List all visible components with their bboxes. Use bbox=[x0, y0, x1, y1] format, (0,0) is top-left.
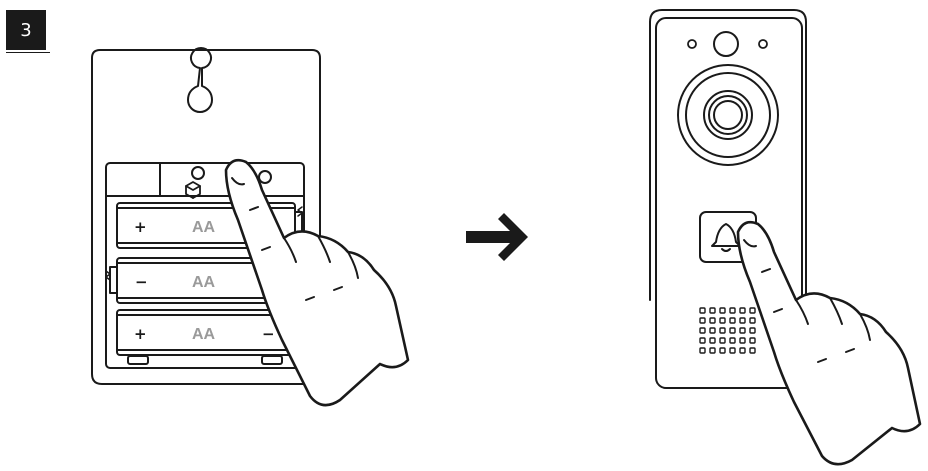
speaker-hole bbox=[729, 317, 736, 324]
speaker-hole bbox=[709, 307, 716, 314]
speaker-hole bbox=[729, 307, 736, 314]
camera-lens bbox=[677, 64, 779, 166]
speaker-hole bbox=[739, 307, 746, 314]
camera-sensor bbox=[713, 31, 739, 57]
spring-contact bbox=[297, 206, 303, 217]
speaker-hole bbox=[699, 347, 706, 354]
speaker-hole bbox=[729, 337, 736, 344]
speaker-hole bbox=[709, 327, 716, 334]
speaker-hole bbox=[719, 337, 726, 344]
speaker-hole bbox=[719, 317, 726, 324]
speaker-hole bbox=[729, 347, 736, 354]
battery-3-left-sign: + bbox=[134, 325, 147, 343]
speaker-hole bbox=[739, 347, 746, 354]
speaker-hole bbox=[709, 337, 716, 344]
speaker-hole bbox=[739, 317, 746, 324]
speaker-hole bbox=[699, 317, 706, 324]
speaker-hole bbox=[739, 337, 746, 344]
hand-right bbox=[736, 220, 922, 466]
hand-left bbox=[224, 158, 410, 407]
bell-icon bbox=[711, 223, 741, 252]
battery-1-left-sign: + bbox=[134, 218, 147, 236]
speaker-hole bbox=[749, 317, 756, 324]
speaker-hole bbox=[739, 327, 746, 334]
step-number-badge: 3 bbox=[6, 10, 46, 50]
speaker-hole bbox=[719, 327, 726, 334]
speaker-hole bbox=[719, 307, 726, 314]
spring-contact bbox=[105, 270, 111, 281]
step-number: 3 bbox=[20, 19, 32, 41]
speaker-grille bbox=[699, 307, 756, 354]
pairing-icon bbox=[185, 181, 201, 199]
speaker-hole bbox=[749, 347, 756, 354]
speaker-hole bbox=[749, 327, 756, 334]
battery-2-left-sign: − bbox=[135, 273, 148, 291]
speaker-hole bbox=[749, 337, 756, 344]
speaker-hole bbox=[749, 307, 756, 314]
step-underline bbox=[6, 52, 50, 53]
speaker-hole bbox=[699, 327, 706, 334]
speaker-hole bbox=[709, 347, 716, 354]
battery-2-label: AA bbox=[192, 274, 216, 291]
battery-3-label: AA bbox=[192, 326, 216, 343]
speaker-hole bbox=[719, 347, 726, 354]
battery-3-right-sign: − bbox=[262, 325, 275, 343]
speaker-hole bbox=[699, 337, 706, 344]
keyhole-icon bbox=[187, 47, 213, 113]
speaker-hole bbox=[729, 327, 736, 334]
arrow-right-icon bbox=[466, 213, 528, 261]
speaker-hole bbox=[699, 307, 706, 314]
speaker-hole bbox=[709, 317, 716, 324]
battery-1-label: AA bbox=[192, 219, 216, 236]
